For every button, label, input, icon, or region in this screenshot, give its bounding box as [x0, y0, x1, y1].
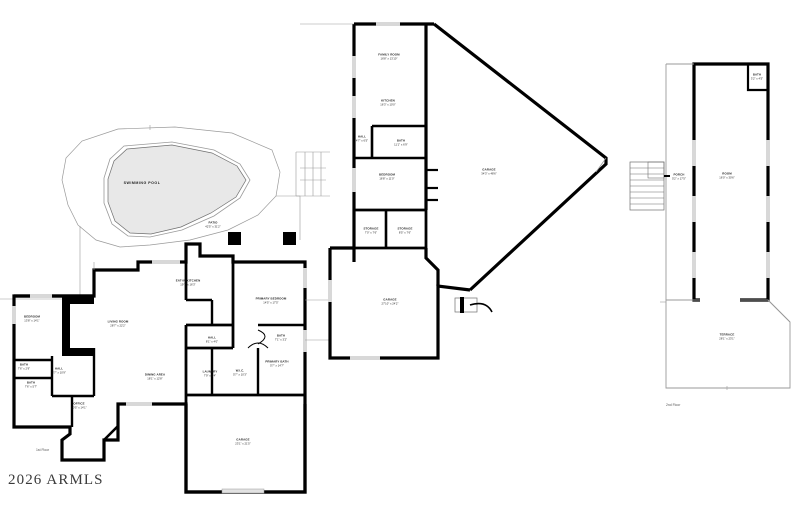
stair-treads-main: [304, 152, 322, 196]
watermark-armls: 2026 ARMLS: [8, 472, 104, 488]
wall-lower-garage-angle: [424, 248, 440, 286]
window-guest-west-2: [692, 196, 696, 222]
pool-coping: [103, 141, 251, 238]
stair-lines-main: [300, 167, 326, 181]
wall-bedroom-corner: [70, 296, 94, 304]
wall-guest-bath: [746, 64, 768, 92]
window-guest-west-3: [692, 252, 696, 278]
window-bedroom-west-upper: [352, 168, 356, 192]
wall-bedroom-bottom-mass: [62, 348, 94, 356]
upper-wing-group: [295, 22, 608, 360]
window-guest-east-3: [766, 252, 770, 278]
guest-stair-landing: [647, 161, 665, 179]
window-primary-east-2: [303, 268, 307, 288]
patio-post-left: [228, 232, 241, 245]
yard-outline: [61, 126, 281, 248]
garage-side-door: [454, 297, 478, 313]
window-bedroom-west: [12, 306, 16, 324]
window-primary-east: [303, 330, 307, 352]
guest-house-group: [629, 62, 791, 390]
window-dining-south: [126, 402, 152, 406]
pool-yard-group: [0, 125, 301, 300]
window-garage-west: [328, 280, 332, 302]
window-guest-west-1: [692, 140, 696, 166]
window-bedroom-north: [30, 294, 52, 298]
main-house-group: [12, 232, 330, 494]
wall-garage-diagonal: [433, 22, 608, 292]
guest-stair-treads: [630, 167, 664, 205]
pool-water: [107, 144, 247, 235]
ref-diagonal-notch: [595, 157, 607, 173]
wall-office-angle: [103, 404, 120, 441]
door-swing-wic: [247, 342, 269, 349]
window-kitchen-north: [152, 260, 180, 264]
terrace-chamfer: [767, 299, 791, 323]
garage-door-jamb: [460, 297, 464, 313]
terrace-outline: [665, 299, 791, 389]
garage-door-opening: [221, 488, 265, 494]
window-family-west: [352, 56, 356, 78]
window-family-north: [376, 22, 400, 26]
window-kitchen-west: [352, 96, 356, 118]
wall-bedroom-right-mass: [62, 296, 70, 348]
wall-lower-garage: [328, 248, 471, 360]
window-guest-east-1: [766, 140, 770, 166]
patio-post-right: [283, 232, 296, 245]
window-garage-south: [350, 356, 380, 360]
terrace-opening: [700, 298, 740, 302]
window-guest-east-2: [766, 196, 770, 222]
door-swing-garage: [469, 302, 493, 313]
